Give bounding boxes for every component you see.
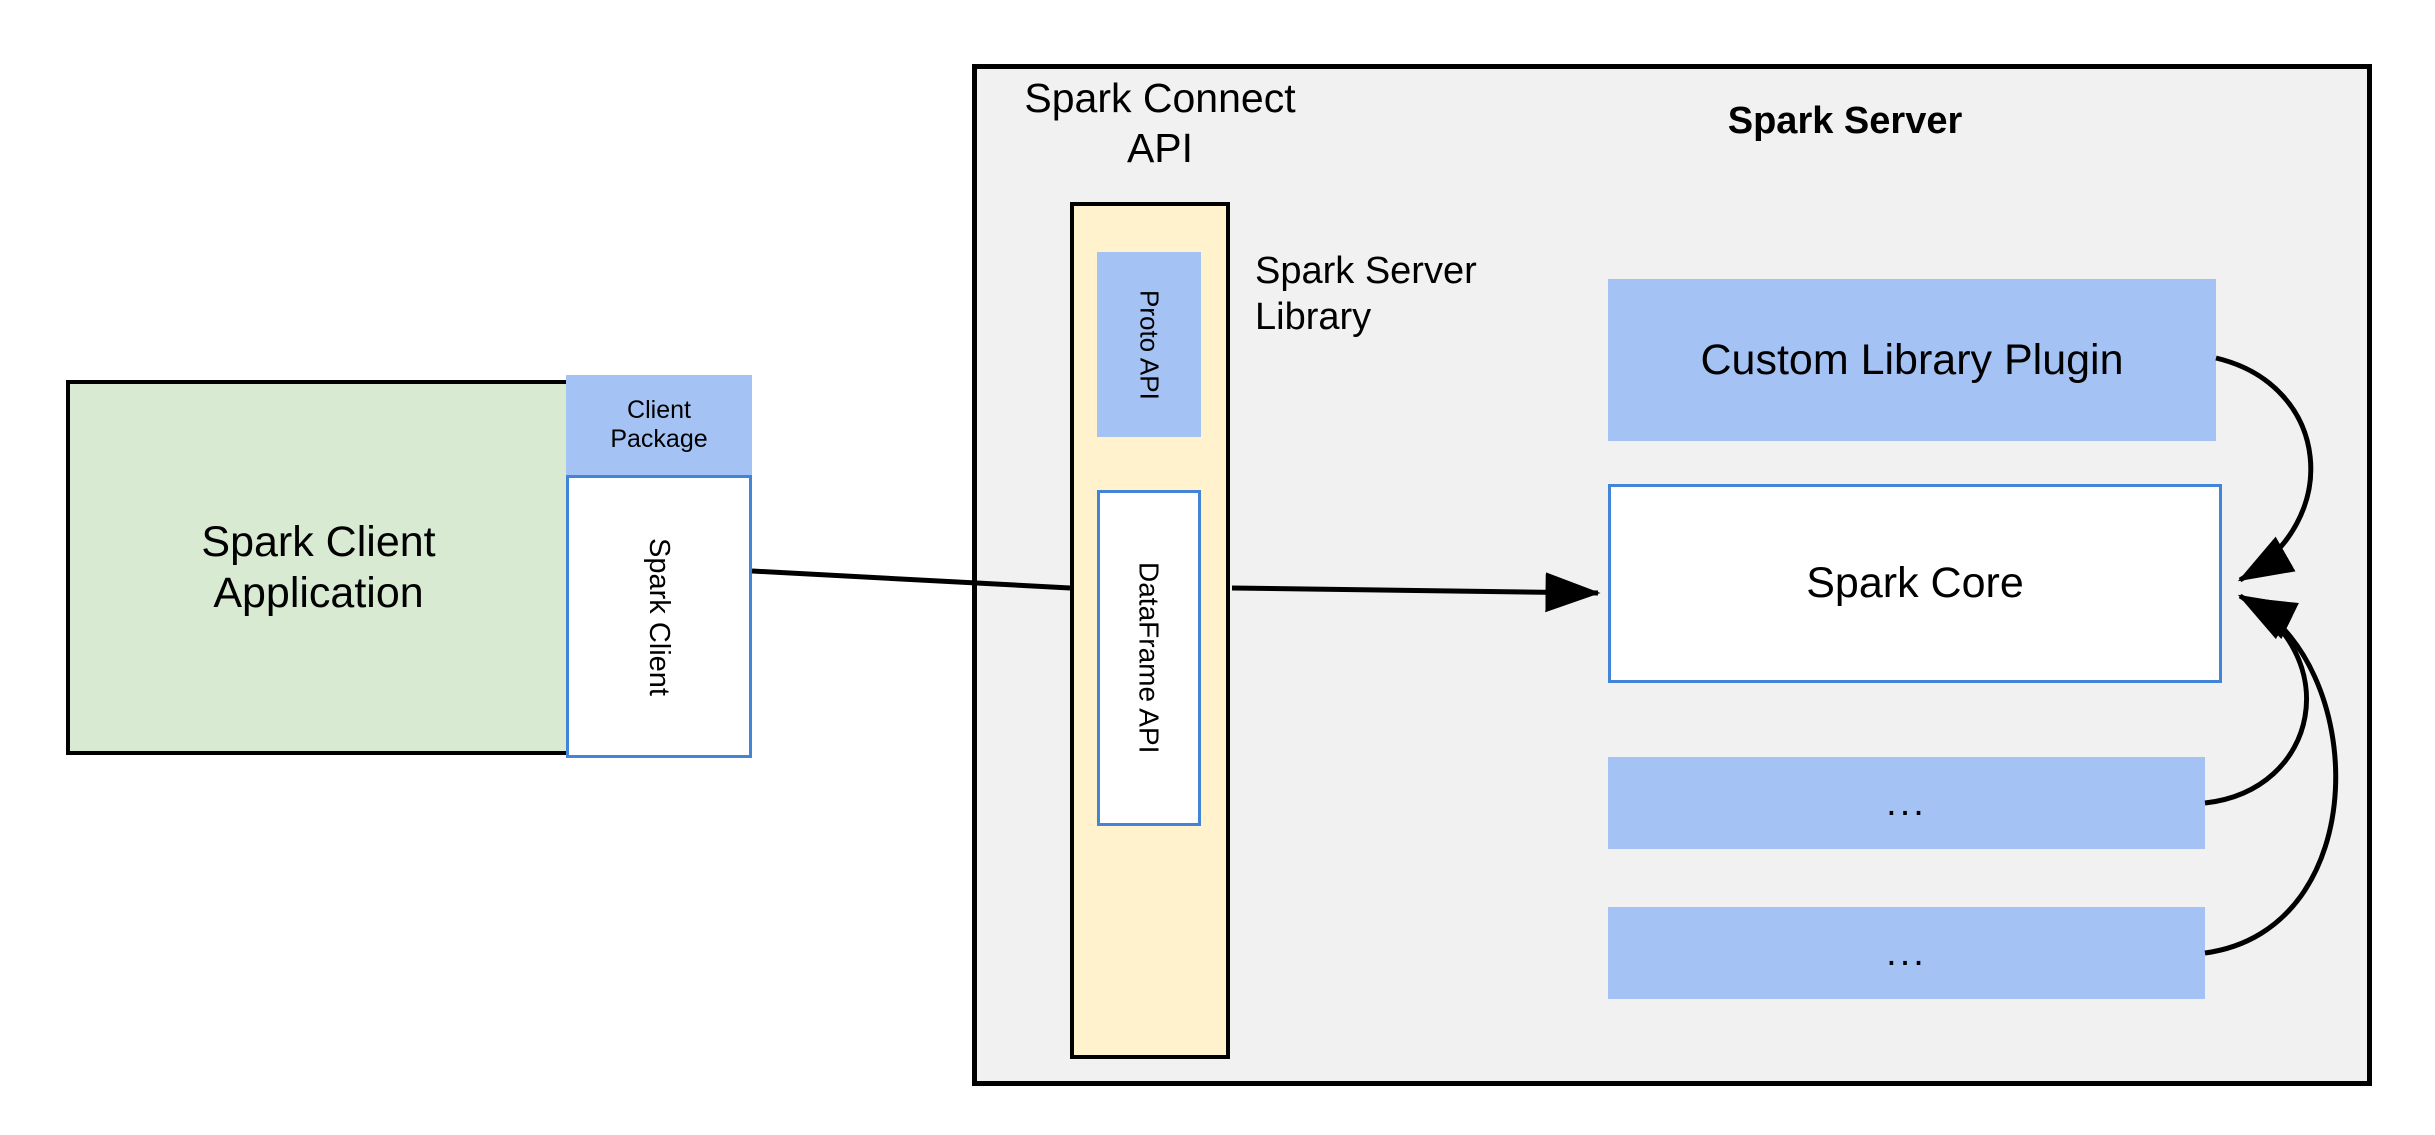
dataframe-api-box[interactable]: DataFrame API <box>1097 490 1201 826</box>
custom-library-plugin-box[interactable]: Custom Library Plugin <box>1608 279 2216 441</box>
spark-client-application-box[interactable]: Spark Client Application <box>66 380 571 755</box>
spark-core-box[interactable]: Spark Core <box>1608 484 2222 683</box>
spark-server-title: Spark Server <box>1727 100 1963 142</box>
spark-client-box[interactable]: Spark Client <box>566 475 752 758</box>
dataframe-api-label: DataFrame API <box>1133 562 1165 754</box>
server-component-ellipsis-one[interactable]: ... <box>1608 757 2205 849</box>
spark-client-label: Spark Client <box>643 537 676 696</box>
proto-api-label: Proto API <box>1134 289 1165 400</box>
client-package-box[interactable]: Client Package <box>566 375 752 475</box>
proto-api-box[interactable]: Proto API <box>1097 252 1201 437</box>
server-component-ellipsis-two[interactable]: ... <box>1608 907 2205 999</box>
spark-server-library-label: Spark Server Library <box>1255 250 1477 339</box>
spark-connect-api-label: Spark Connect API <box>1024 75 1296 172</box>
